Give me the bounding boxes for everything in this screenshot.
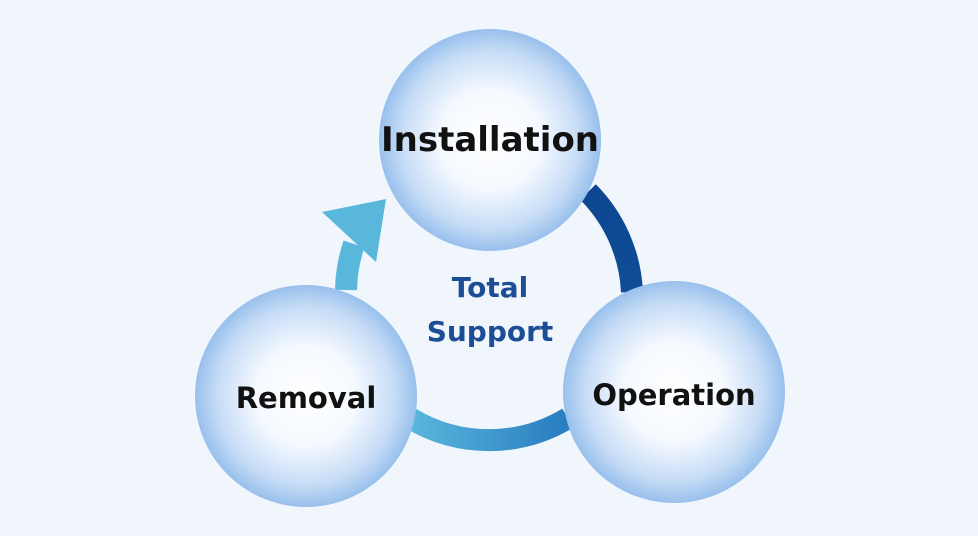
node-label-operation: Operation bbox=[592, 378, 756, 412]
arrow-removal-to-installation bbox=[335, 240, 365, 291]
center-label: Total Support bbox=[427, 266, 554, 354]
arrow-installation-to-operation bbox=[580, 184, 643, 293]
arrow-operation-to-removal bbox=[404, 408, 574, 452]
node-label-removal: Removal bbox=[235, 381, 377, 415]
node-circle-removal bbox=[195, 285, 417, 507]
node-circle-operation bbox=[563, 281, 785, 503]
node-label-installation: Installation bbox=[380, 120, 600, 160]
arrow-head bbox=[322, 199, 386, 262]
node-circle-installation bbox=[379, 29, 601, 251]
center-label-line-2: Support bbox=[426, 315, 554, 348]
center-label-line-1: Total bbox=[451, 271, 529, 304]
